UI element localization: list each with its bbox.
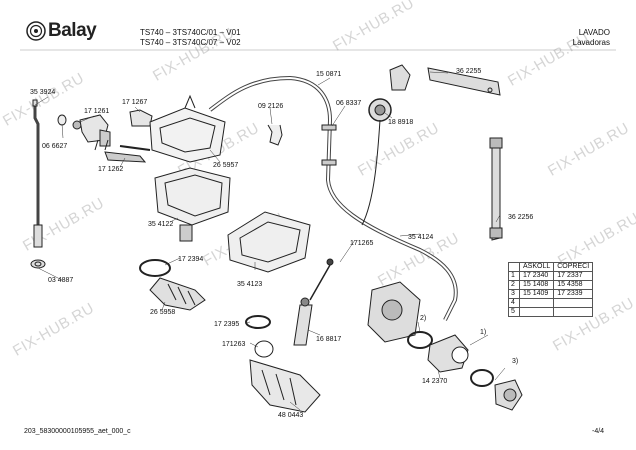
table-cell-index: 5 (508, 307, 520, 317)
table-cell-copreci: 17 2337 (553, 271, 594, 281)
label-362255: 36 2255 (456, 68, 482, 75)
label-353924: 35 3924 (30, 89, 56, 96)
label-171261: 17 1261 (84, 108, 110, 115)
callout-1: 1) (480, 329, 487, 336)
table-cell-askoll: 15 1409 (518, 289, 555, 299)
model-line-2: TS740 – 3TS740C/07 – V02 (140, 38, 241, 47)
table-header-row: ASKOLL COPRECI (508, 262, 594, 272)
label-068337: 06 8337 (336, 100, 362, 107)
label-168817: 16 8817 (316, 336, 342, 343)
table-row: 1 17 2340 17 2337 (508, 271, 594, 281)
brand-name: Balay (48, 20, 97, 41)
table-cell-index: 2 (508, 280, 520, 290)
label-172394: 17 2394 (178, 256, 204, 263)
label-171263: 171263 (222, 341, 246, 348)
category-line-1: LAVADO (578, 28, 610, 37)
label-354123: 35 4123 (237, 281, 263, 288)
table-header-index (508, 262, 520, 272)
table-row: 5 (508, 307, 594, 317)
label-188918: 18 8918 (388, 119, 414, 126)
label-171262: 17 1262 (98, 166, 124, 173)
parts-table: ASKOLL COPRECI 1 17 2340 17 2337 2 15 14… (508, 262, 594, 317)
label-265957: 26 5957 (213, 162, 239, 169)
table-cell-askoll: 15 1408 (518, 280, 555, 290)
label-354122: 35 4122 (148, 221, 174, 228)
category-line-2: Lavadoras (572, 38, 610, 47)
label-362256: 36 2256 (508, 214, 534, 221)
label-171267: 17 1267 (122, 99, 148, 106)
table-header-askoll: ASKOLL (518, 262, 555, 272)
callout-2: 2) (420, 315, 427, 322)
table-cell-index: 4 (508, 298, 520, 308)
table-row: 4 (508, 298, 594, 308)
hose-353924 (33, 100, 40, 225)
callout-3: 3) (512, 358, 519, 365)
balay-logo-icon (26, 21, 46, 41)
label-142370: 14 2370 (422, 378, 448, 385)
label-171265: 171265 (350, 240, 374, 247)
label-265958: 26 5958 (150, 309, 176, 316)
table-cell-copreci (553, 298, 594, 308)
label-092126: 09 2126 (258, 103, 284, 110)
table-cell-copreci: 17 2339 (553, 289, 594, 299)
footer-document-id: 203_58300000105955_aet_000_c (24, 428, 131, 435)
table-cell-copreci: 15 4358 (553, 280, 594, 290)
label-172395: 17 2395 (214, 321, 240, 328)
table-cell-index: 1 (508, 271, 520, 281)
table-row: 2 15 1408 15 4358 (508, 280, 594, 290)
table-cell-askoll: 17 2340 (518, 271, 555, 281)
brand-logo: Balay (26, 20, 108, 42)
table-cell-index: 3 (508, 289, 520, 299)
table-header-copreci: COPRECI (553, 262, 594, 272)
model-line-1: TS740 – 3TS740C/01 – V01 (140, 28, 241, 37)
label-480443: 48 0443 (278, 412, 304, 419)
table-cell-askoll (518, 307, 555, 317)
label-354124: 35 4124 (408, 234, 434, 241)
table-cell-copreci (553, 307, 594, 317)
table-cell-askoll (518, 298, 555, 308)
footer-page-number: -4/4 (592, 428, 605, 435)
label-066627: 06 6627 (42, 143, 68, 150)
table-row: 3 15 1409 17 2339 (508, 289, 594, 299)
label-034887: 03 4887 (48, 277, 74, 284)
label-150871: 15 0871 (316, 71, 342, 78)
